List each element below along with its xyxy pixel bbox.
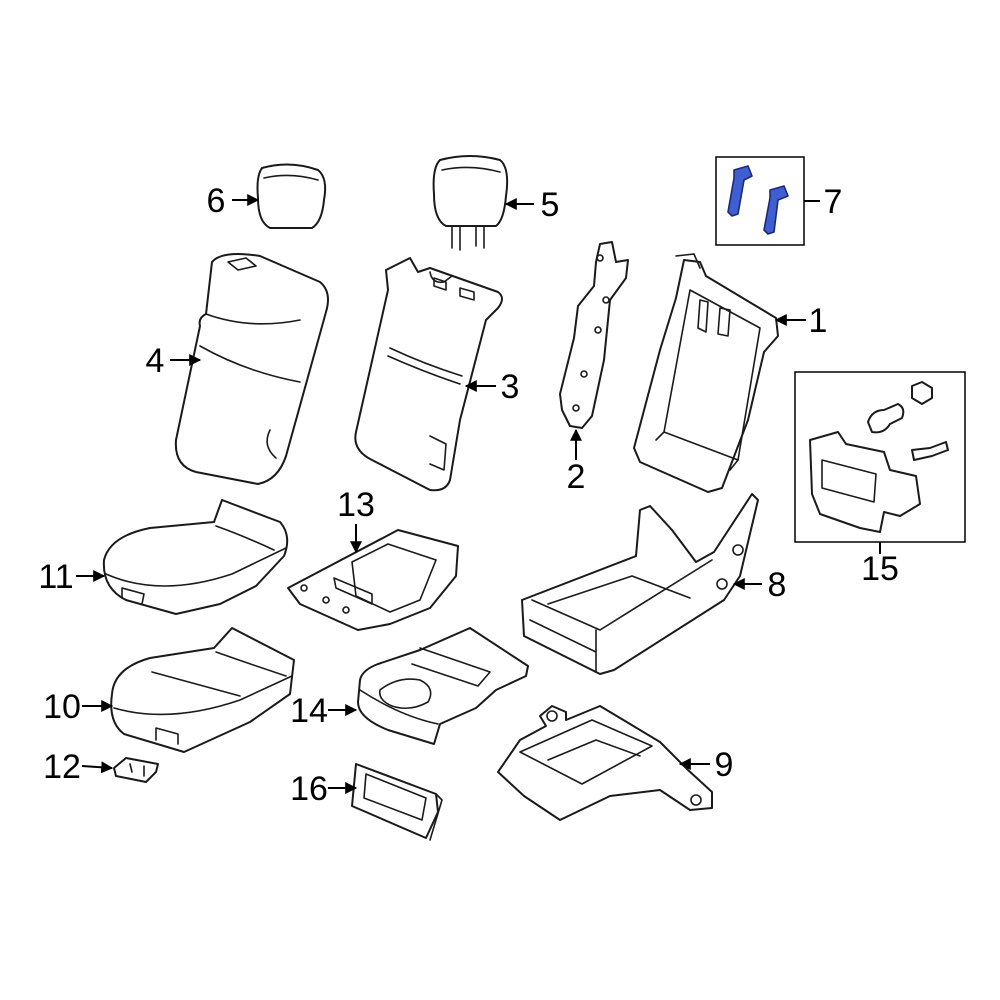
callout-13[interactable]: 13 [337, 486, 375, 524]
part-12-clip[interactable] [113, 757, 159, 783]
part-11-cushion-cover[interactable] [102, 499, 289, 615]
part-13-tray[interactable] [287, 529, 459, 631]
callout-9[interactable]: 9 [715, 746, 734, 784]
part-4-seatback-cover[interactable] [174, 253, 329, 485]
callout-15[interactable]: 15 [861, 550, 899, 588]
part-10-cushion-pad[interactable] [110, 627, 295, 753]
callout-8[interactable]: 8 [768, 566, 787, 604]
leader-lines [76, 194, 806, 794]
callout-11[interactable]: 11 [38, 558, 73, 596]
leader-12 [81, 761, 114, 774]
part-1-seatback-frame[interactable] [633, 253, 779, 493]
part-14-console[interactable] [357, 627, 529, 745]
part-9-armrest-base[interactable] [497, 705, 713, 821]
callout-1[interactable]: 1 [809, 302, 828, 340]
callout-labels: 1 2 3 4 5 6 7 8 9 10 11 12 13 14 15 16 [38, 182, 899, 808]
part-3-seatback-panel[interactable] [354, 257, 503, 492]
part-8-armrest-frame[interactable] [521, 493, 759, 675]
callout-16[interactable]: 16 [290, 770, 328, 808]
part-7-bolts[interactable] [715, 156, 820, 246]
callout-14[interactable]: 14 [290, 692, 328, 730]
callout-10[interactable]: 10 [43, 688, 81, 726]
part-15-hardware-kit[interactable] [794, 371, 966, 554]
part-6-headrest-small[interactable] [256, 163, 327, 229]
callout-7[interactable]: 7 [824, 183, 843, 221]
part-16-storage-bin[interactable] [351, 763, 443, 841]
part-2-bracket[interactable] [559, 241, 629, 429]
callout-6[interactable]: 6 [207, 182, 226, 220]
part-5-headrest[interactable] [432, 155, 509, 251]
callout-5[interactable]: 5 [541, 186, 560, 224]
callout-12[interactable]: 12 [43, 748, 81, 786]
callout-4[interactable]: 4 [146, 342, 165, 380]
callout-2[interactable]: 2 [567, 458, 586, 496]
callout-3[interactable]: 3 [501, 368, 520, 406]
